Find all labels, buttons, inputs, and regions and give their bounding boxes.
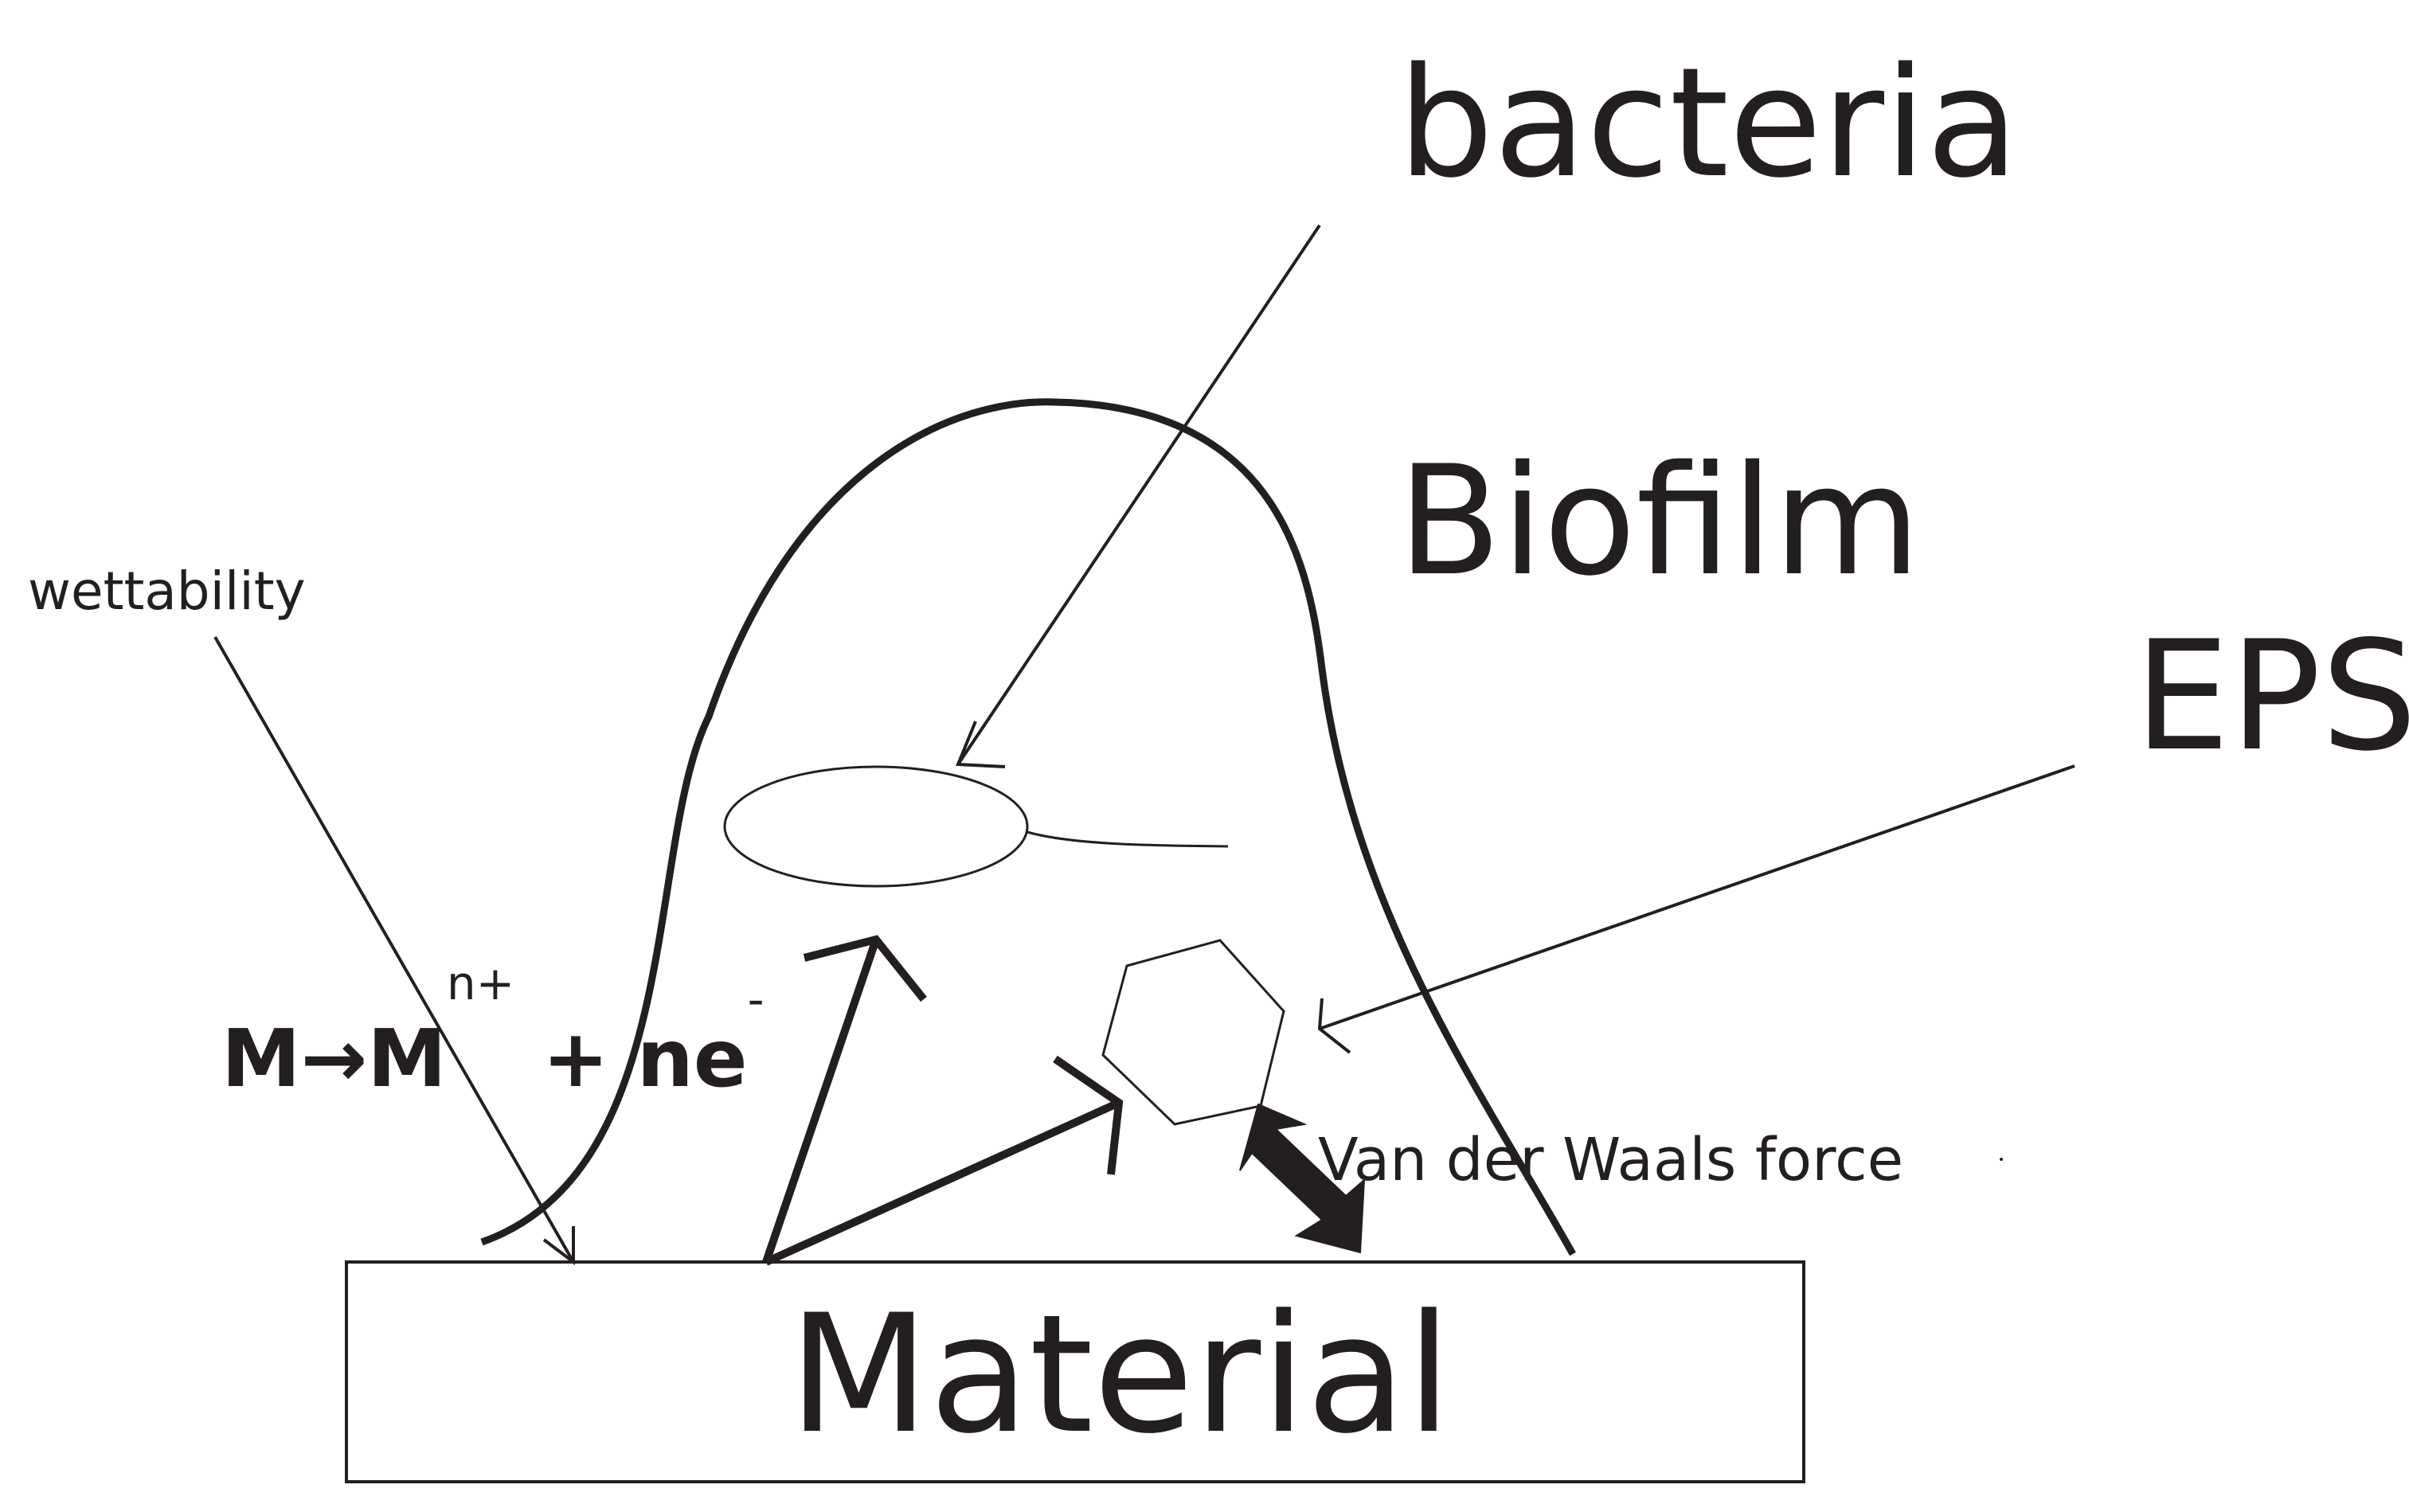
upward-attachment-arrowhead	[803, 935, 927, 1002]
wettability-pointer-arrowhead	[542, 1226, 575, 1266]
diagonal-attachment-arrowhead	[1053, 1055, 1124, 1175]
material-label: Material	[788, 1280, 1452, 1470]
bacteria-pointer-arrowhead	[956, 721, 1006, 768]
biofilm-outline	[480, 398, 1576, 1256]
eps-pointer-arrowhead	[1317, 998, 1351, 1054]
equation-rest: + ne	[514, 1012, 748, 1105]
material-block	[345, 1260, 1805, 1483]
van-der-waals-double-arrow	[1239, 1103, 1366, 1254]
eps-pointer-arrow	[1319, 764, 2075, 1030]
corrosion-equation: M→Mn+ + ne-	[221, 960, 765, 1099]
eps-label: EPS	[2134, 608, 2409, 784]
upward-attachment-arrow	[762, 938, 880, 1264]
equation-base: M→M	[221, 1012, 447, 1105]
stray-dot	[2000, 1158, 2003, 1161]
bacteria-pointer-arrow	[956, 224, 1321, 766]
wettability-label: wettability	[28, 561, 306, 622]
van-der-waals-label: Van der Waals force	[1318, 1126, 1904, 1194]
bacteria-label: bacteria	[1398, 35, 2020, 211]
bacterium-flagellum	[1027, 830, 1229, 848]
wettability-pointer-arrow	[213, 636, 575, 1263]
biofilm-label: Biofilm	[1398, 433, 1921, 609]
eps-hexagon	[1101, 939, 1285, 1126]
equation-electron-sign: -	[747, 971, 765, 1026]
bacterium-cell	[723, 765, 1029, 888]
diagonal-attachment-arrow	[764, 1099, 1121, 1266]
equation-charge: n+	[446, 955, 515, 1010]
